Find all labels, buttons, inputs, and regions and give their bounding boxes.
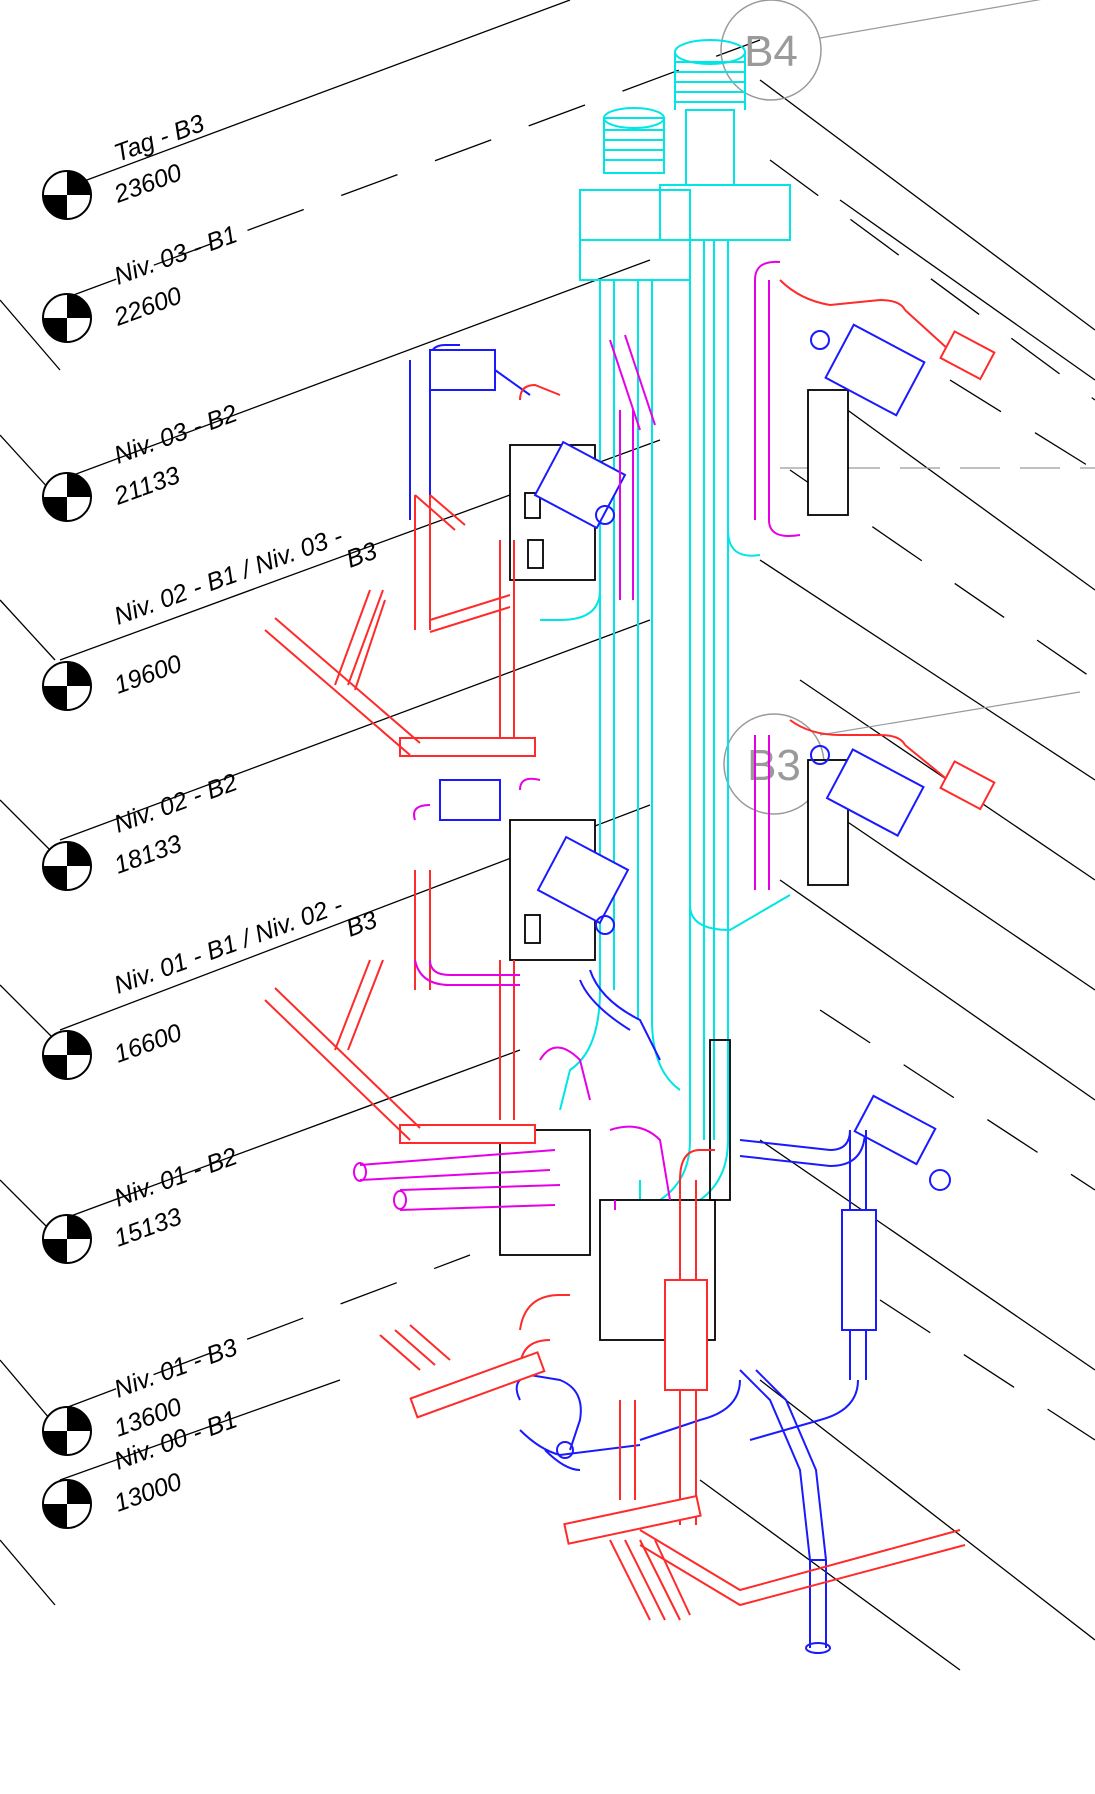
exhaust-stack	[659, 39, 791, 241]
level-marker-2	[42, 293, 92, 343]
level-marker-3	[42, 472, 92, 522]
ventilation-ducts	[540, 107, 791, 1240]
level-elevation: 16600	[110, 1019, 185, 1069]
boiler-unit-left	[499, 1129, 591, 1256]
level-marker-8	[42, 1406, 92, 1456]
level-marker-9	[42, 1479, 92, 1529]
level-marker-1	[42, 170, 92, 220]
level-marker-4	[42, 661, 92, 711]
level-labels: Tag - B3 23600 Niv. 03 - B1 22600 Niv. 0…	[110, 109, 381, 1517]
level-name-continued: B3	[342, 537, 380, 574]
level-elevation: 13000	[110, 1468, 185, 1518]
level-marker-7	[42, 1214, 92, 1264]
supply-pipes	[264, 279, 996, 1621]
grid-label-b3: B3	[747, 741, 801, 790]
level-name: Niv. 01 - B1 / Niv. 02 -	[110, 891, 346, 1000]
level-name: Niv. 02 - B2	[110, 768, 241, 838]
exhaust-pipes	[353, 260, 801, 1211]
grid-bubble-b3: B3	[723, 467, 1095, 815]
level-name: Niv. 03 - B2	[110, 399, 241, 469]
level-name-continued: B3	[342, 906, 380, 943]
level-name: Niv. 01 - B2	[110, 1142, 241, 1212]
grid-bubble-b4: B4	[720, 0, 1042, 101]
level-name: Tag - B3	[110, 109, 208, 167]
level-name: Niv. 02 - B1 / Niv. 03 -	[110, 522, 346, 631]
heat-pump-unit-upper-right	[807, 389, 849, 516]
level-name: Niv. 03 - B1	[110, 220, 241, 290]
return-pipes	[409, 323, 951, 1654]
level-markers	[42, 170, 92, 1529]
level-marker-6	[42, 1030, 92, 1080]
level-elevation: 19600	[110, 650, 185, 700]
level-marker-5	[42, 841, 92, 891]
grid-label-b4: B4	[744, 27, 798, 76]
